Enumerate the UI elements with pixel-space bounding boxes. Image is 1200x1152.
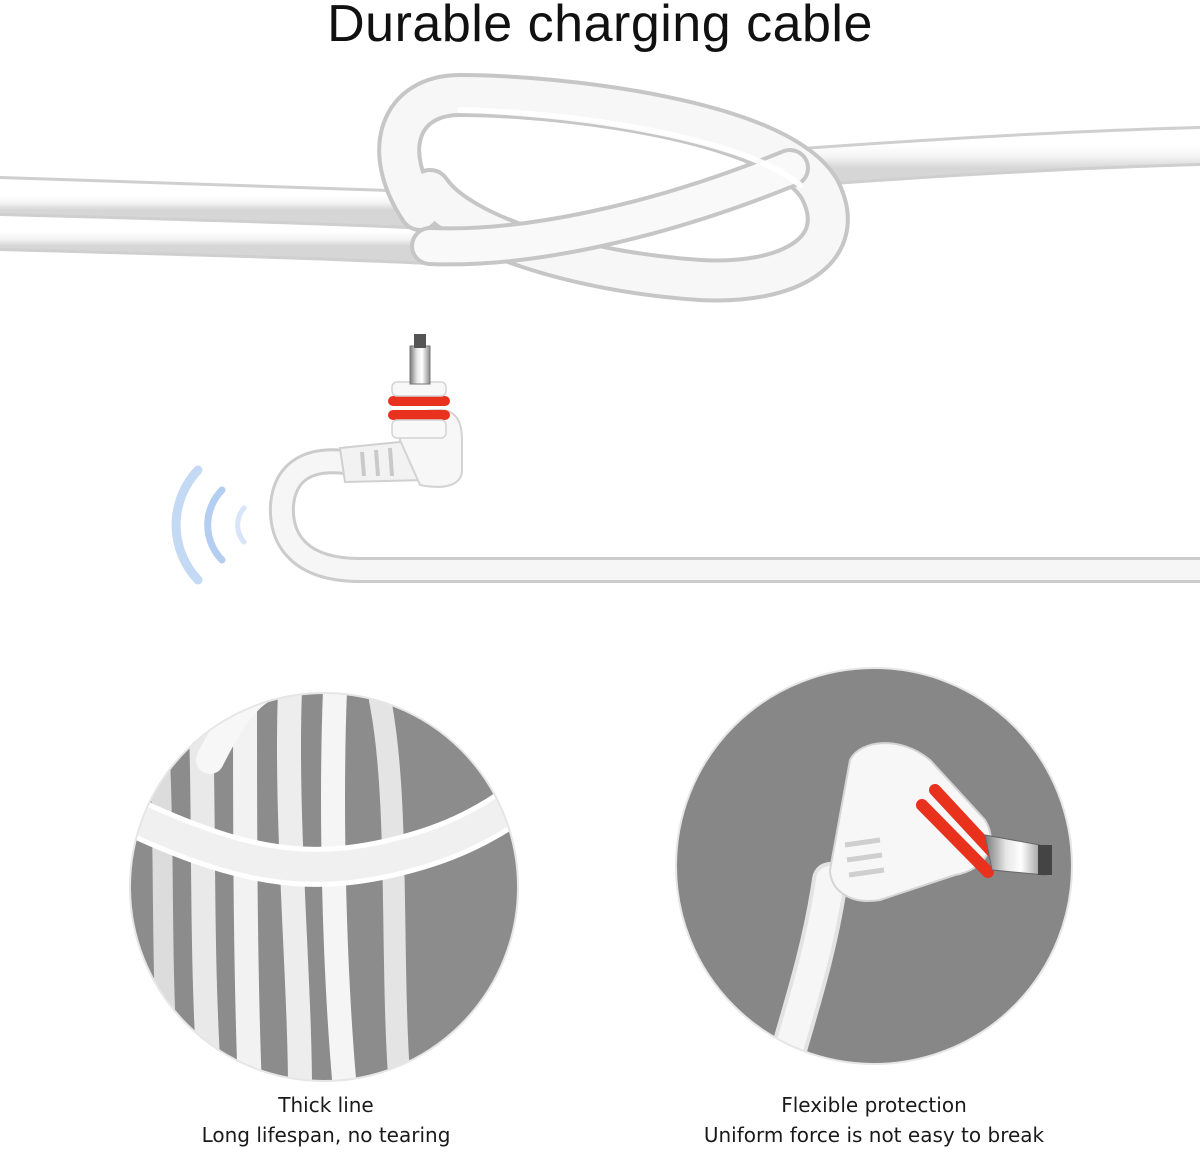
feature-description: Long lifespan, no tearing: [201, 1123, 451, 1147]
signal-icon: [171, 465, 247, 585]
feature-description: Uniform force is not easy to break: [703, 1123, 1045, 1147]
page-title: Durable charging cable: [327, 0, 873, 53]
thick-line-closeup: [129, 692, 519, 1082]
feature-caption-flexible-protection: Flexible protection Uniform force is not…: [644, 1090, 1104, 1150]
feature-caption-thick-line: Thick line Long lifespan, no tearing: [96, 1090, 556, 1150]
feature-label: Thick line: [278, 1093, 374, 1117]
feature-label: Flexible protection: [781, 1093, 967, 1117]
knotted-cable: [0, 72, 1200, 303]
connector-closeup: [675, 667, 1073, 1065]
cable-with-connector: [268, 334, 1200, 583]
